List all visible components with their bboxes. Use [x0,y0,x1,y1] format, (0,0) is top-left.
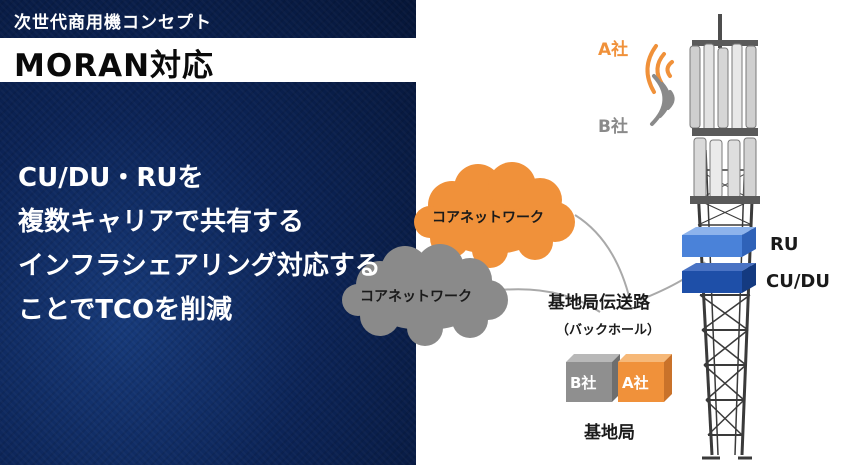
signal-waves-b-icon [650,74,675,126]
slide-subtitle: 次世代商用機コンセプト [14,13,212,33]
ru-unit [682,227,756,257]
core-network-cloud-orange [414,162,575,268]
statement-line: ことでTCOを削減 [18,295,233,325]
slide-title: MORAN対応 [14,48,215,84]
statement-line: インフラシェアリング対応する [18,251,381,281]
antenna-array [689,14,760,204]
core-network-cloud-gray [342,244,508,346]
core-network-gray-label: コアネットワーク [360,289,472,305]
base-station-box-a [618,354,672,402]
box-b-label: B社 [570,374,596,392]
carrier-b-label: B社 [598,116,628,137]
carrier-a-label: A社 [598,39,628,60]
transport-title: 基地局伝送路 [547,292,651,313]
transport-subtitle: （バックホール） [556,322,660,338]
base-station-box-b [566,354,620,402]
core-network-orange-label: コアネットワーク [432,210,544,226]
ru-label: RU [770,234,798,255]
statement-line: 複数キャリアで共有する [18,207,305,237]
link-line [499,288,601,313]
box-a-label: A社 [622,374,649,392]
statement-text: CU/DU・RUを 複数キャリアで共有する インフラシェアリング対応する ことで… [18,156,381,332]
title-bar: MORAN対応 [0,38,416,84]
cudu-unit [682,263,756,293]
link-line [574,214,631,301]
statement-line: CU/DU・RUを [18,163,204,193]
cudu-label: CU/DU [766,271,830,292]
base-station-label: 基地局 [583,422,635,443]
